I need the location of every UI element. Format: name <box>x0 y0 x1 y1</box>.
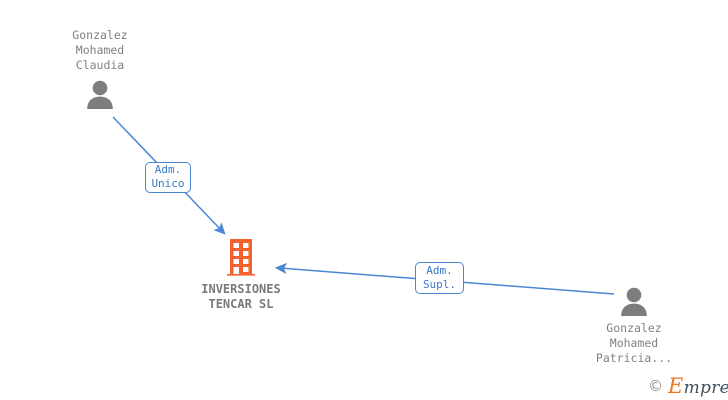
empresia-logo-text: Empresia <box>668 374 728 398</box>
person-avatar-icon <box>621 287 647 316</box>
company-inversiones-tencar-label: INVERSIONES TENCAR SL <box>201 282 281 311</box>
copyright-icon: © <box>648 377 663 395</box>
company-building-icon <box>227 239 255 276</box>
edge-label-adm-unico[interactable]: Adm. Unico <box>145 162 191 193</box>
empresia-logo-rest: mpresia <box>683 378 728 398</box>
node-person-patricia[interactable]: Gonzalez Mohamed Patricia... <box>578 286 690 366</box>
person-avatar-icon <box>87 80 113 109</box>
empresia-watermark: © Empresia <box>648 374 728 398</box>
empresia-logo-initial: E <box>668 374 684 398</box>
node-person-claudia[interactable]: Gonzalez Mohamed Claudia <box>45 28 155 109</box>
person-claudia-label: Gonzalez Mohamed Claudia <box>72 28 128 72</box>
edge-label-adm-supl[interactable]: Adm. Supl. <box>415 262 464 294</box>
node-company-inversiones-tencar[interactable]: INVERSIONES TENCAR SL <box>185 238 297 312</box>
person-patricia-label: Gonzalez Mohamed Patricia... <box>595 321 673 365</box>
